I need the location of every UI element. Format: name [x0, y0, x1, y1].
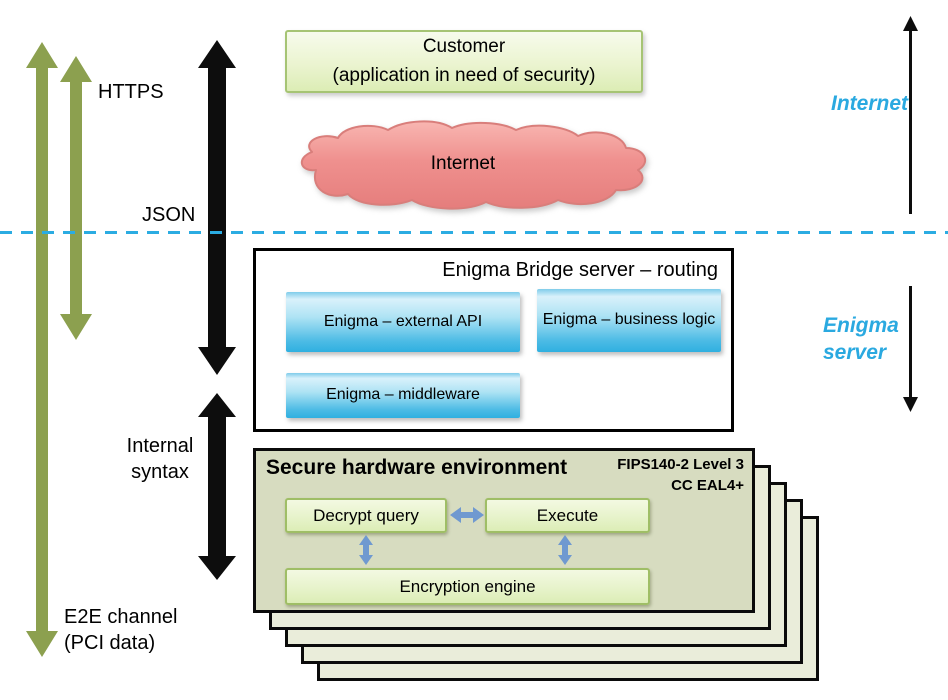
https-arrow-icon	[60, 56, 92, 340]
execute-box: Execute	[485, 498, 650, 533]
zone-divider-dashed-line	[0, 231, 948, 234]
json-label: JSON	[142, 204, 196, 226]
execute-engine-connector-icon	[558, 535, 572, 565]
internet-zone-label: Internet	[830, 92, 908, 115]
json-arrow-icon	[198, 40, 236, 375]
enigma-server-zone-line2: server	[823, 341, 887, 365]
cert-fips-label: FIPS140-2 Level 3	[617, 456, 744, 473]
secure-hardware-box: Secure hardware environment FIPS140-2 Le…	[253, 448, 755, 613]
customer-box-title: Customer	[422, 36, 506, 57]
module-external-api: Enigma – external API	[286, 292, 520, 352]
internet-cloud-label: Internet	[430, 153, 496, 174]
decrypt-engine-connector-icon	[359, 535, 373, 565]
decrypt-query-box: Decrypt query	[285, 498, 447, 533]
secure-hardware-title: Secure hardware environment	[266, 456, 568, 479]
module-business-logic: Enigma – business logic	[537, 289, 721, 352]
internal-syntax-line2: syntax	[131, 461, 189, 483]
internal-syntax-label: Internal syntax	[110, 433, 210, 485]
certification-labels: FIPS140-2 Level 3 CC EAL4+	[617, 454, 744, 496]
encryption-engine-box: Encryption engine	[285, 568, 650, 605]
e2e-channel-line2: (PCI data)	[64, 632, 156, 654]
e2e-channel-line1: E2E channel	[64, 606, 178, 628]
enigma-server-zone-line1: Enigma	[823, 314, 899, 337]
customer-box-subtitle: (application in need of security)	[332, 64, 596, 86]
https-label: HTTPS	[98, 81, 164, 103]
module-middleware: Enigma – middleware	[286, 373, 520, 418]
internal-syntax-line1: Internal	[126, 435, 194, 457]
e2e-channel-arrow-icon	[26, 42, 58, 657]
bridge-server-box: Enigma Bridge server – routing Enigma – …	[253, 248, 734, 432]
decrypt-execute-connector-icon	[450, 507, 484, 523]
customer-box: Customer (application in need of securit…	[285, 30, 643, 93]
cert-cc-label: CC EAL4+	[671, 477, 744, 494]
internet-cloud-icon	[301, 120, 647, 210]
enigma-server-zone-label: Enigma server	[823, 312, 899, 367]
internal-syntax-arrow-icon	[198, 393, 236, 580]
internet-zone-arrow-icon	[903, 16, 918, 214]
e2e-channel-label: E2E channel (PCI data)	[64, 604, 177, 656]
enigma-server-zone-arrow-icon	[903, 286, 918, 412]
bridge-server-title: Enigma Bridge server – routing	[442, 259, 718, 281]
